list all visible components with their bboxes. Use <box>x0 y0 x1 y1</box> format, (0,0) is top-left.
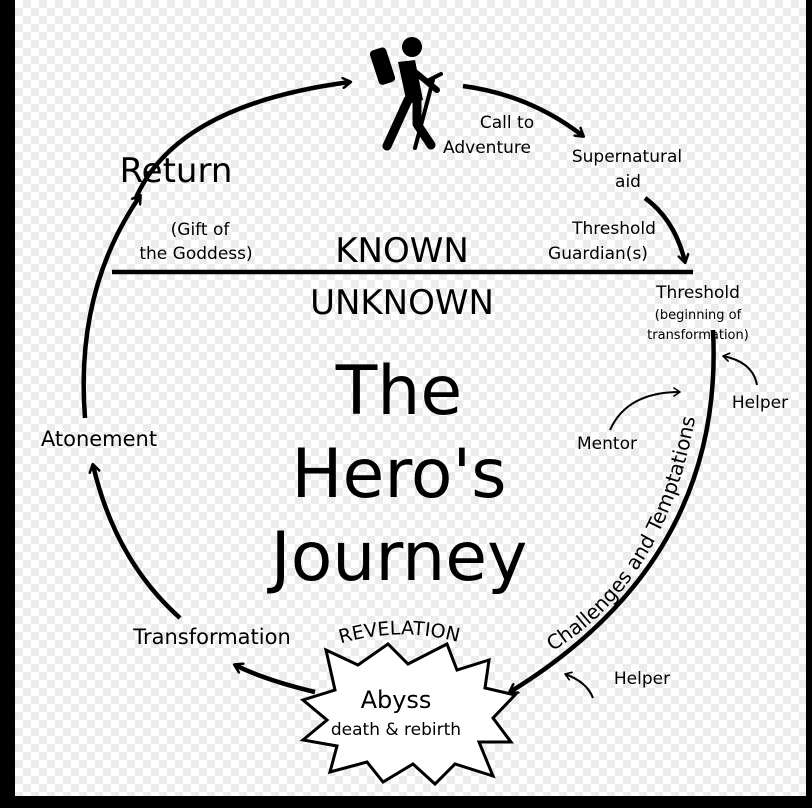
supernatural-aid-line-1: Supernatural <box>572 147 682 167</box>
abyss-sub-label: death & rebirth <box>331 720 461 740</box>
helper-bottom-label: Helper <box>614 669 670 689</box>
atonement-label: Atonement <box>41 427 157 451</box>
arrow-to-transformation <box>235 665 316 695</box>
arrow-to-supernatural-aid <box>462 83 583 136</box>
gift-line-1: (Gift of <box>171 220 231 240</box>
hiker-icon <box>369 37 443 151</box>
threshold-guardian-line-2: Guardian(s) <box>548 244 648 264</box>
return-label: Return <box>120 151 233 191</box>
threshold-sub-line-1: (beginning of <box>655 308 742 323</box>
call-to-adventure-line-2: Adventure <box>443 138 531 158</box>
transformation-label: Transformation <box>132 625 291 649</box>
abyss-starburst <box>299 641 518 787</box>
revelation-label: REVELATION <box>336 617 462 648</box>
call-to-adventure-line-1: Call to <box>480 113 534 133</box>
arrow-to-atonement <box>93 465 182 620</box>
heros-journey-diagram: The Hero's Journey KNOWN UNKNOWN Call to… <box>41 37 788 787</box>
title-line-3: Journey <box>267 518 528 597</box>
arrow-helper-top <box>722 352 758 386</box>
arrow-challenges <box>510 329 716 694</box>
threshold-sub-line-2: transformation) <box>647 328 749 343</box>
abyss-label: Abyss <box>361 686 432 714</box>
title-line-2: Hero's <box>291 435 506 514</box>
arrow-to-return <box>81 196 142 419</box>
diagram-canvas: The Hero's Journey KNOWN UNKNOWN Call to… <box>15 0 806 796</box>
threshold-label: Threshold <box>655 283 740 303</box>
supernatural-aid-line-2: aid <box>615 172 641 192</box>
arrow-mentor <box>609 387 681 431</box>
gift-line-2: the Goddess) <box>139 244 252 264</box>
helper-top-label: Helper <box>732 393 788 413</box>
unknown-label: UNKNOWN <box>310 283 494 323</box>
threshold-guardian-line-1: Threshold <box>571 219 656 239</box>
title-line-1: The <box>335 352 462 431</box>
arrow-helper-bottom <box>564 671 594 699</box>
arrow-to-threshold <box>643 196 685 262</box>
arrow-to-call <box>132 82 350 201</box>
mentor-label: Mentor <box>577 434 637 454</box>
known-label: KNOWN <box>335 231 469 271</box>
